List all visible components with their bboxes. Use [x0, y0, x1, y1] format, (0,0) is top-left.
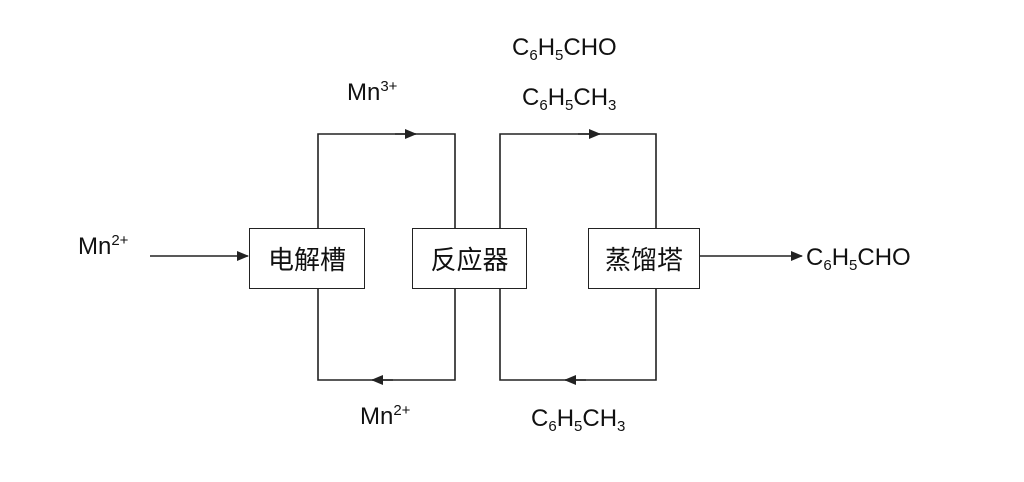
toluene-top-label: C6H5CH3 [522, 84, 617, 114]
mn2-bottom-label: Mn2+ [360, 402, 411, 430]
benzaldehyde-output-label: C6H5CHO [806, 244, 911, 274]
mn2-feed-label: Mn2+ [78, 232, 129, 260]
electrolyzer-box: 电解槽 [249, 228, 365, 289]
distillation-label: 蒸馏塔 [604, 246, 683, 276]
distillation-box: 蒸馏塔 [588, 228, 700, 289]
electrolyzer-label: 电解槽 [267, 246, 346, 276]
loop1-bottom-line [317, 289, 456, 381]
toluene-bottom-label: C6H5CH3 [531, 405, 626, 435]
benzaldehyde-top-label: C6H5CHO [512, 34, 617, 64]
loop1-top-line [317, 133, 456, 228]
reactor-box: 反应器 [412, 228, 527, 289]
loop2-top-line [499, 133, 657, 228]
mn3-top-label: Mn3+ [347, 78, 398, 106]
loop2-bottom-line [499, 289, 657, 381]
reactor-label: 反应器 [430, 246, 509, 276]
